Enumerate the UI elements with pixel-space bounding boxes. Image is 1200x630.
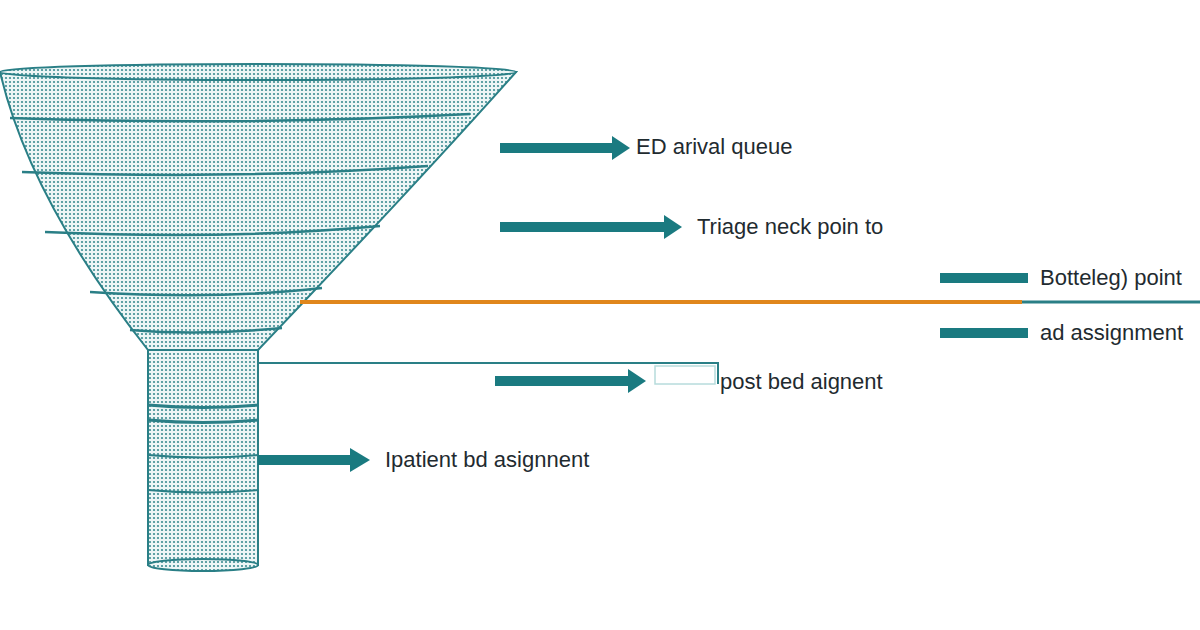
funnel-rim (0, 64, 516, 80)
stem-bands (148, 405, 258, 493)
funnel-stem (148, 350, 258, 565)
stem-band (148, 420, 258, 423)
stem-band (148, 405, 258, 408)
callout-label: ad assignment (1040, 319, 1183, 347)
stem-band (148, 490, 258, 493)
arrow-shaft (258, 455, 352, 465)
stem-band (148, 455, 258, 458)
bottleneck-line-end (1022, 301, 1200, 304)
leader-bracket (655, 366, 715, 384)
funnel-band (45, 226, 380, 235)
callout-label: ED arival queue (636, 133, 793, 161)
funnel-stem-base (148, 559, 258, 571)
funnel-band (130, 328, 282, 333)
marker-bar (940, 273, 1028, 283)
marker-bar (940, 328, 1028, 338)
callout-label: post bed aignent (720, 368, 883, 396)
leader-line (258, 363, 718, 384)
funnel-band (90, 288, 322, 295)
funnel-bands (10, 114, 470, 333)
arrow-shaft (500, 143, 614, 153)
callout-label: Botteleg) point (1040, 264, 1182, 292)
funnel-cone (0, 72, 516, 350)
funnel-band (10, 114, 470, 121)
bottleneck-line (300, 300, 1022, 304)
arrow-head (350, 448, 370, 472)
arrow-shaft (495, 376, 630, 386)
arrow-head (664, 215, 682, 239)
funnel-band (22, 166, 428, 175)
arrow-head (612, 136, 630, 160)
arrow-head (628, 369, 646, 393)
pointer-arrows (258, 136, 1028, 472)
arrow-shaft (500, 222, 666, 232)
callout-label: Ipatient bd asignnent (385, 446, 589, 474)
callout-label: Triage neck poin to (697, 213, 883, 241)
